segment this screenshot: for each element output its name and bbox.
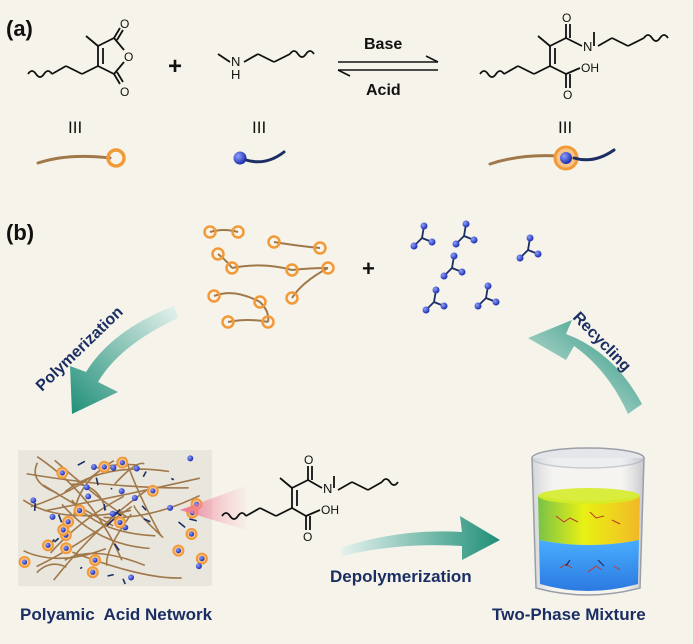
- monomer-chain: [218, 254, 232, 268]
- equilibrium-arrows: [338, 56, 438, 76]
- acid-label: Acid: [366, 82, 401, 99]
- amine-cartoon: [234, 152, 285, 165]
- linkage-o-bottom: O: [303, 530, 312, 544]
- anhydride-o-top: O: [120, 17, 129, 31]
- crosslinker-amine: [475, 303, 482, 310]
- crosslinker-amine: [441, 273, 448, 280]
- amic-acid-structure: [480, 24, 668, 88]
- network-amine: [49, 514, 55, 520]
- network-node-core: [150, 488, 155, 493]
- network-node-core: [64, 546, 69, 551]
- network-node-core: [199, 556, 204, 561]
- monomer-chain: [232, 265, 328, 270]
- crosslinker-amine: [429, 239, 436, 246]
- network-node-core: [22, 559, 27, 564]
- roman-label-1: III: [68, 118, 82, 137]
- network-node-core: [117, 520, 122, 525]
- network-node-core: [92, 557, 97, 562]
- crosslinker-amine: [527, 235, 534, 242]
- amic-o-bottom: O: [563, 88, 572, 102]
- network-amine: [187, 455, 193, 461]
- anhydride-cartoon: [38, 150, 124, 166]
- panel-b-label: (b): [6, 220, 34, 245]
- crosslinker-amine: [485, 283, 492, 290]
- base-label: Base: [364, 36, 402, 53]
- anhydride-monomer-cluster: [205, 227, 334, 328]
- network-amine: [110, 465, 116, 471]
- network-amine: [85, 493, 91, 499]
- crosslinker-amine: [535, 251, 542, 258]
- crosslinker-amine: [423, 307, 430, 314]
- crosslinker-amine: [433, 287, 440, 294]
- network-node-core: [120, 460, 125, 465]
- monomer-chain: [274, 242, 320, 248]
- amic-n-atom: N: [583, 39, 592, 54]
- crosslinker-amine: [463, 221, 470, 228]
- network-linkage-structure: [222, 466, 398, 530]
- anhydride-structure: [28, 28, 124, 84]
- amine-crosslinker-cluster: [411, 221, 542, 314]
- amic-o-top: O: [562, 11, 571, 25]
- crosslinker-amine: [441, 303, 448, 310]
- roman-label-3: III: [558, 118, 572, 137]
- crosslinker-amine: [517, 255, 524, 262]
- roman-label-2: III: [252, 118, 266, 137]
- network-node-core: [90, 570, 95, 575]
- mixture-caption: Two-Phase Mixture: [492, 605, 646, 624]
- amic-oh-group: OH: [581, 61, 599, 75]
- polyamic-acid-network: [18, 450, 212, 586]
- network-node-core: [66, 519, 71, 524]
- crosslinker-amine: [411, 243, 418, 250]
- network-amine: [196, 563, 202, 569]
- monomer-chain: [214, 293, 260, 302]
- anhydride-o-ring: O: [124, 50, 133, 64]
- depolymerization-label: Depolymerization: [330, 567, 472, 586]
- network-amine: [167, 505, 173, 511]
- network-amine: [91, 464, 97, 470]
- amic-acid-cartoon: [490, 147, 614, 169]
- linkage-o-top: O: [304, 453, 313, 467]
- amine-h-atom: H: [231, 67, 240, 82]
- crosslinker-amine: [453, 241, 460, 248]
- network-amine: [119, 488, 125, 494]
- crosslinker-amine: [451, 253, 458, 260]
- network-node-core: [189, 531, 194, 536]
- plus-sign-a: +: [168, 53, 182, 80]
- panel-a-label: (a): [6, 16, 33, 41]
- linkage-n-atom: N: [323, 481, 332, 496]
- network-node-core: [77, 508, 82, 513]
- crosslinker-amine: [459, 269, 466, 276]
- two-phase-beaker: [532, 448, 644, 595]
- anhydride-o-bottom: O: [120, 85, 129, 99]
- linkage-oh-group: OH: [321, 503, 339, 517]
- crosslinker-amine: [421, 223, 428, 230]
- aqueous-phase: [539, 540, 639, 591]
- network-amine: [110, 511, 116, 517]
- polymerization-arrow: [70, 306, 178, 414]
- network-amine: [134, 466, 140, 472]
- network-node-core: [102, 464, 107, 469]
- depolymerization-arrow: [340, 516, 500, 560]
- network-node-core: [176, 548, 181, 553]
- crosslinker-amine: [493, 299, 500, 306]
- network-crosslink: [35, 503, 36, 511]
- network-amine: [30, 497, 36, 503]
- network-amine: [128, 575, 134, 581]
- network-node-core: [61, 527, 66, 532]
- crosslinker-amine: [471, 237, 478, 244]
- plus-sign-b: +: [362, 256, 375, 281]
- network-amine: [84, 484, 90, 490]
- network-node-core: [45, 543, 50, 548]
- network-amine: [132, 495, 138, 501]
- network-caption: Polyamic Acid Network: [20, 605, 213, 624]
- network-node-core: [60, 470, 65, 475]
- network-crosslink: [104, 504, 105, 510]
